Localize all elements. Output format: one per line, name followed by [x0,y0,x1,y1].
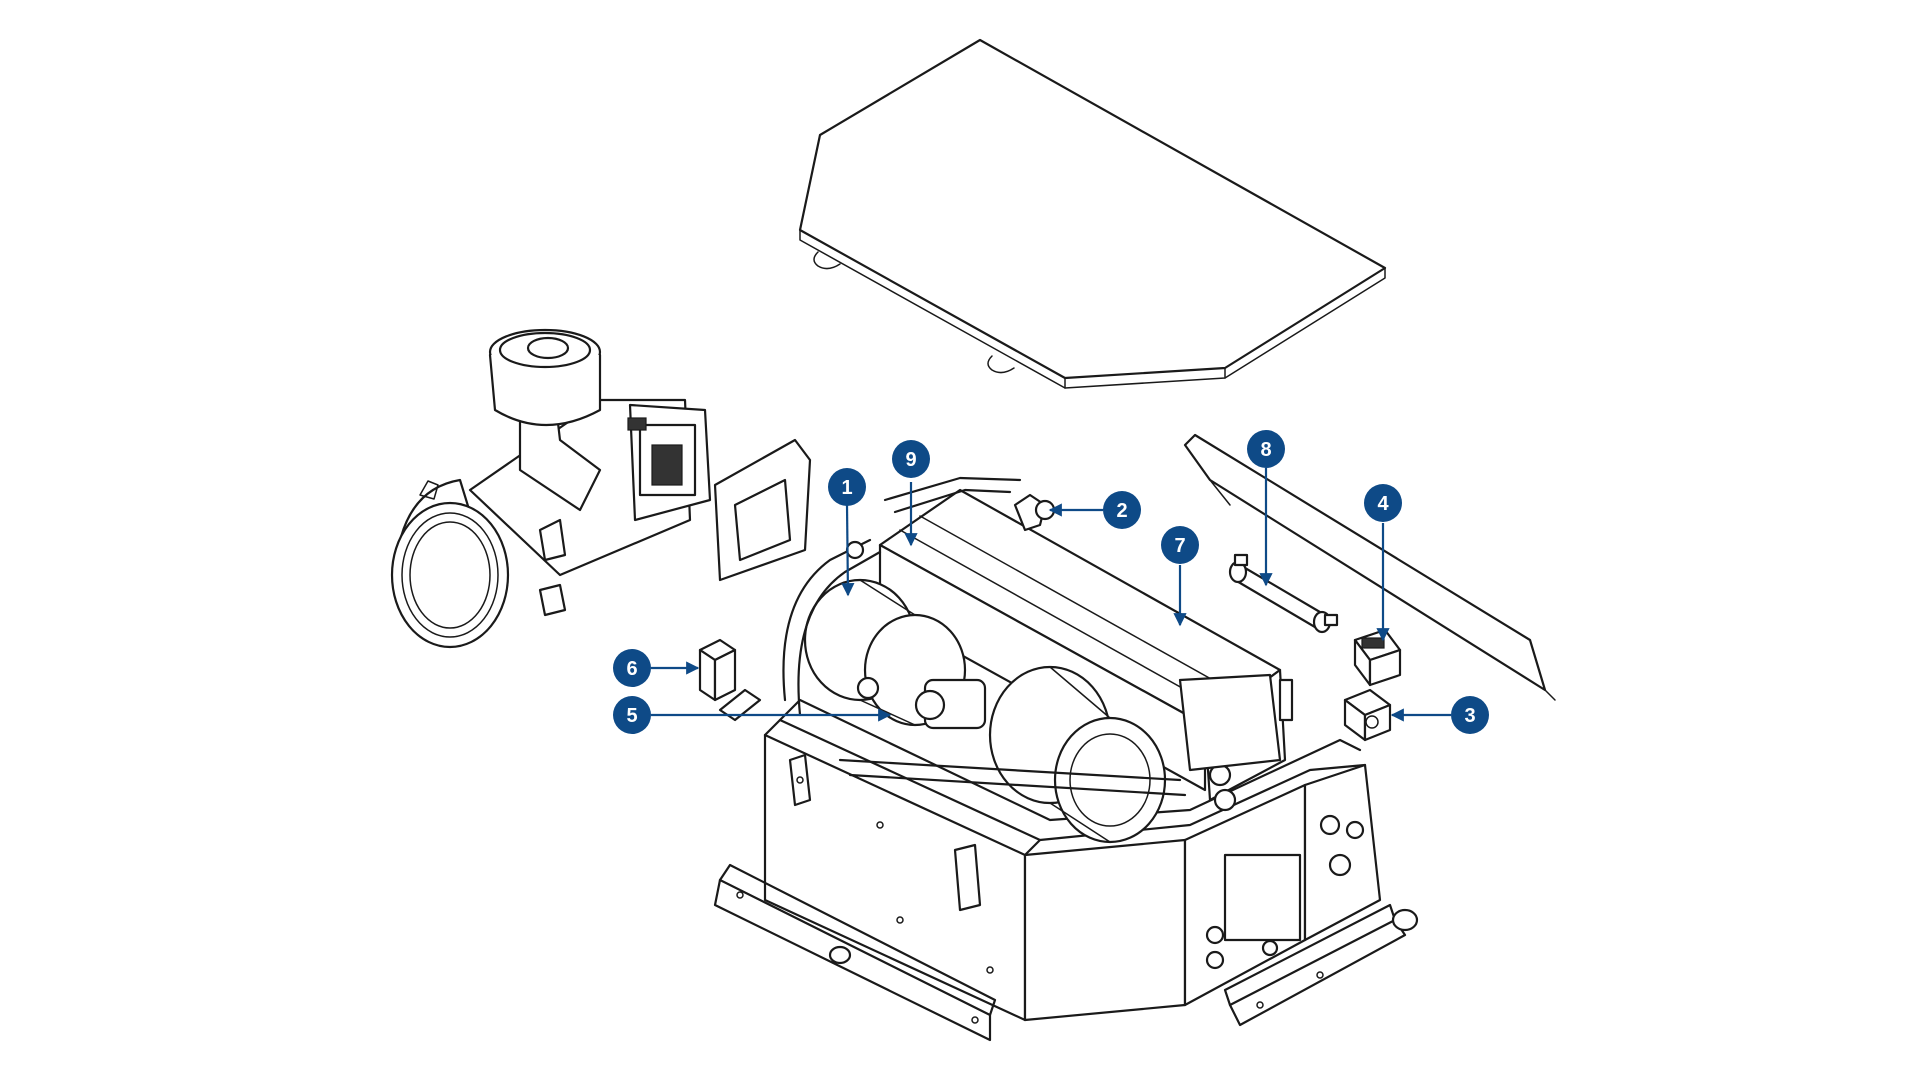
capacitor-box-part [698,638,737,702]
callout-6: 6 [613,649,651,687]
callout-1-label: 1 [841,477,852,499]
callout-7-label: 7 [1174,535,1185,557]
switch-part [1343,688,1392,742]
fuse-holder-part [1228,553,1339,634]
callout-2: 2 [1103,491,1141,529]
callout-4: 4 [1364,484,1402,522]
callout-8-label: 8 [1260,439,1271,461]
callout-5: 5 [613,696,651,734]
callout-6-label: 6 [626,658,637,680]
callout-3: 3 [1451,696,1489,734]
mounting-rails [713,863,1419,1042]
callout-1: 1 [828,468,866,506]
callout-3-label: 3 [1464,705,1475,727]
main-housing [763,698,1382,1022]
callout-8: 8 [1247,430,1285,468]
callout-2-label: 2 [1116,500,1127,522]
leader-1 [841,504,855,597]
relay-part [1353,628,1402,687]
callout-4-label: 4 [1377,493,1389,515]
gasket-plate [713,438,812,582]
coil-and-fans [718,476,1294,844]
top-cover-lid [798,38,1387,389]
side-cover-strip [1183,433,1556,701]
callout-7: 7 [1161,526,1199,564]
callout-9: 9 [892,440,930,478]
callout-5-label: 5 [626,705,637,727]
leader-lines [651,468,1451,722]
blower-heater-assembly [390,328,712,649]
callout-9-label: 9 [905,449,916,471]
